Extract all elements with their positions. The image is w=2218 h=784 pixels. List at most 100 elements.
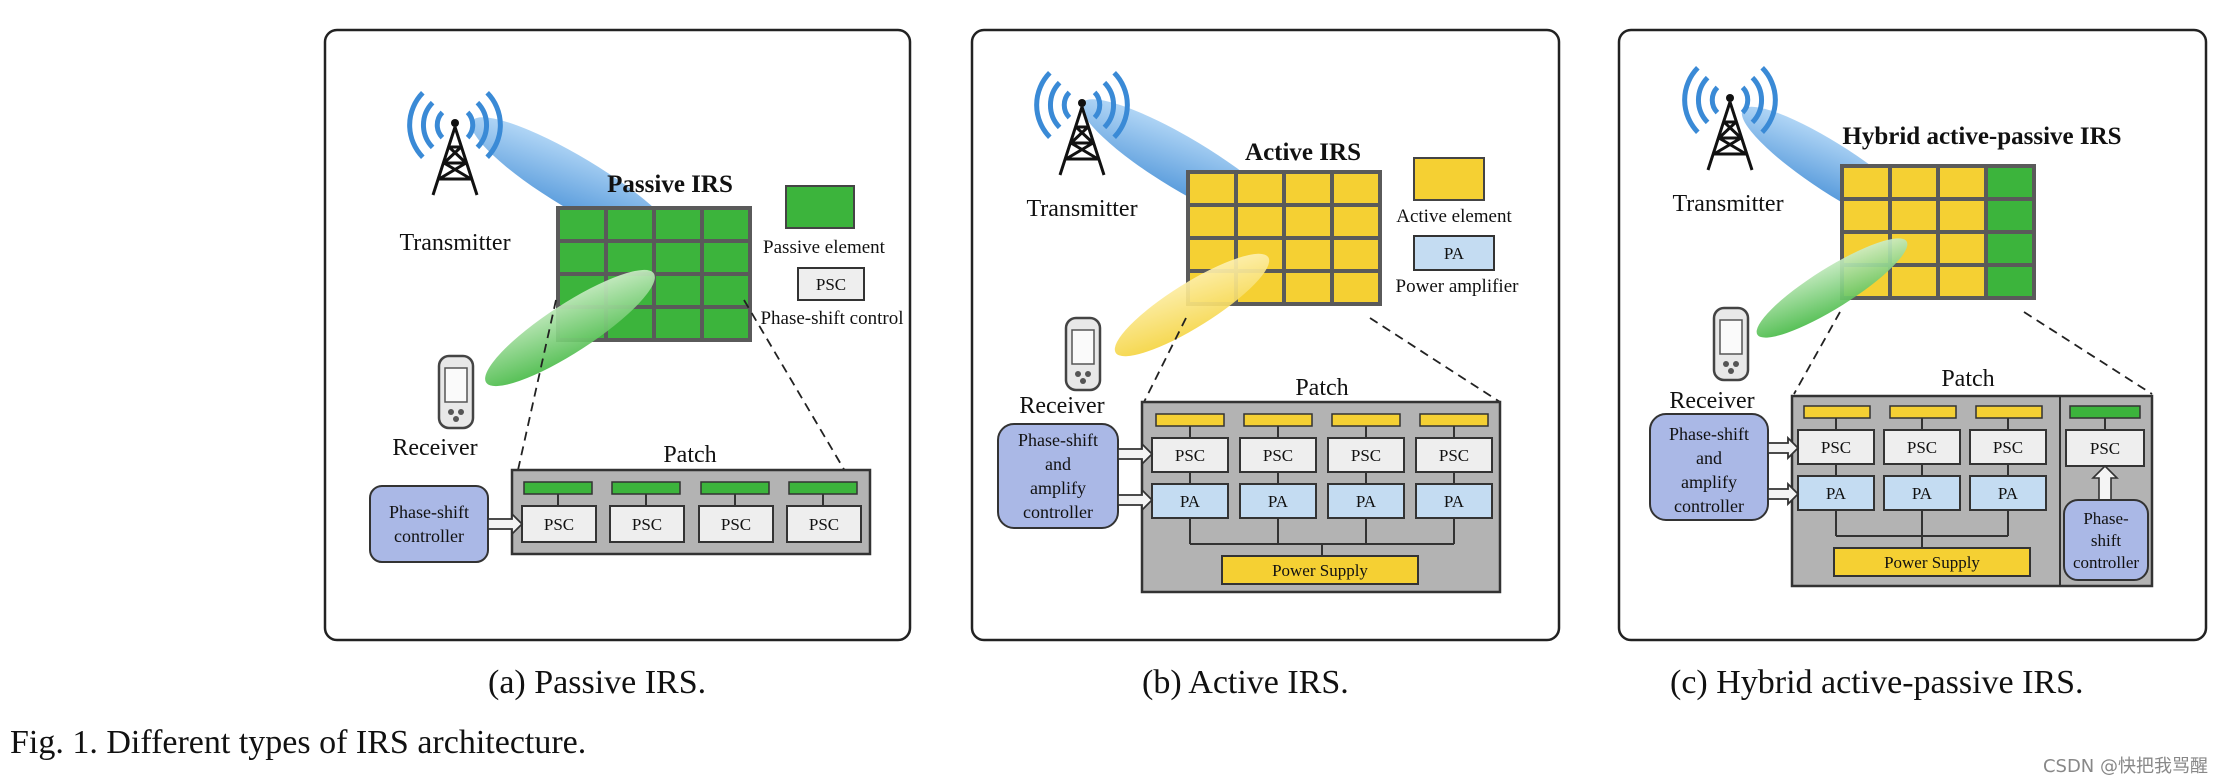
psc-box [609, 505, 685, 543]
reflected-beam [1756, 238, 1908, 338]
psc-box-label: PSC [721, 515, 751, 534]
irs-element [1988, 201, 2032, 230]
psc-box-label: PSC [1439, 446, 1469, 465]
legend-psc-label: PSC [816, 275, 846, 294]
controller-label: Phase-shift [389, 502, 469, 522]
passive-controller-label: Phase- [2083, 509, 2129, 528]
reflected-beam [485, 269, 655, 387]
psc-box [786, 505, 862, 543]
irs-element [1190, 207, 1234, 236]
irs-element [1892, 201, 1936, 230]
psc-box-label: PSC [1351, 446, 1381, 465]
phone-button [1080, 378, 1086, 384]
irs-element [656, 276, 700, 305]
controller-arrow-psc [1117, 441, 1154, 467]
zoom-line [1143, 317, 1187, 403]
pa-box-label: PA [1912, 484, 1933, 503]
irs-element [1334, 207, 1378, 236]
psc-box-label: PSC [544, 515, 574, 534]
psc-box-label: PSC [1821, 438, 1851, 457]
irs-element [656, 309, 700, 338]
irs-element [1940, 267, 1984, 296]
pa-box-label: PA [1356, 492, 1377, 511]
legend-pa [1413, 235, 1495, 271]
psc-box [1327, 437, 1405, 473]
passive-controller-label: controller [2073, 553, 2139, 572]
irs-element [1940, 168, 1984, 197]
passive-element [611, 481, 681, 495]
legend-phase-shift-control: Phase-shift control [760, 308, 903, 329]
irs-element [1892, 168, 1936, 197]
psc-box-label: PSC [1263, 446, 1293, 465]
passive-element [523, 481, 593, 495]
irs-element [1190, 174, 1234, 203]
power-supply-box [1221, 555, 1419, 585]
up-arrow [2091, 464, 2119, 501]
controller-label: controller [394, 526, 464, 546]
controller-label: and [1045, 454, 1071, 474]
psc-box [521, 505, 597, 543]
irs-title: Active IRS [1245, 139, 1361, 166]
psc-box [1883, 429, 1961, 465]
phone-screen [1719, 319, 1743, 355]
receiver-icon [1712, 306, 1750, 382]
signal-wave-right [1750, 75, 1764, 125]
passive-controller-label: shift [2091, 531, 2122, 550]
legend-power-amplifier: Power amplifier [1396, 276, 1520, 297]
controller-label: controller [1023, 502, 1093, 522]
irs-title: Passive IRS [607, 171, 733, 198]
transmitter-icon [407, 91, 503, 196]
irs-element [704, 276, 748, 305]
active-element [1803, 405, 1871, 419]
transmitter-icon [1034, 71, 1130, 176]
irs-element [1844, 168, 1888, 197]
signal-wave-left [421, 100, 435, 150]
irs-element [1988, 234, 2032, 263]
panel-a-caption: (a) Passive IRS. [488, 664, 707, 701]
signal-wave-left [1709, 85, 1720, 115]
phone-button [458, 409, 464, 415]
signal-wave-left [1048, 80, 1062, 130]
patch-label: Patch [1941, 366, 1994, 392]
active-element [1419, 413, 1489, 427]
zoom-line [1793, 311, 1841, 395]
transmitter-label: Transmitter [1026, 196, 1137, 222]
signal-wave-left [1061, 90, 1072, 120]
psc-box [1797, 429, 1875, 465]
controller-arrow-pa [1117, 487, 1154, 513]
psc-box-label: PSC [2090, 439, 2120, 458]
controller-label: amplify [1030, 478, 1086, 498]
signal-wave-right [475, 100, 489, 150]
irs-element [656, 243, 700, 272]
power-supply-box-label: Power Supply [1272, 561, 1368, 580]
phase-shift-controller [369, 485, 489, 563]
active-element [1155, 413, 1225, 427]
active-element-swatch [1413, 157, 1485, 201]
psc-box-label: PSC [1907, 438, 1937, 457]
patch-label: Patch [1295, 375, 1348, 401]
signal-wave-left [407, 91, 425, 159]
transmitter-tower-icon [1058, 106, 1106, 176]
pa-box-label: PA [1998, 484, 2019, 503]
signal-wave-left [1696, 75, 1710, 125]
irs-element [704, 243, 748, 272]
pa-box [1327, 483, 1405, 519]
transmitter-label: Transmitter [399, 230, 510, 256]
irs-element [1940, 234, 1984, 263]
irs-element [1286, 273, 1330, 302]
irs-element [608, 210, 652, 239]
irs-element [1286, 174, 1330, 203]
passive-phase-shift-controller [2063, 499, 2149, 581]
irs-element [1238, 174, 1282, 203]
psc-box-label: PSC [1993, 438, 2023, 457]
pa-box [1883, 475, 1961, 511]
phone-screen [444, 367, 468, 403]
figure-caption: Fig. 1. Different types of IRS architect… [10, 724, 587, 761]
irs-element [1238, 207, 1282, 236]
signal-wave-left [1034, 71, 1052, 139]
receiver-label: Receiver [1669, 388, 1754, 414]
pa-box-label: PA [1268, 492, 1289, 511]
signal-wave-left [434, 110, 445, 140]
panel-b-caption: (b) Active IRS. [1142, 664, 1349, 701]
